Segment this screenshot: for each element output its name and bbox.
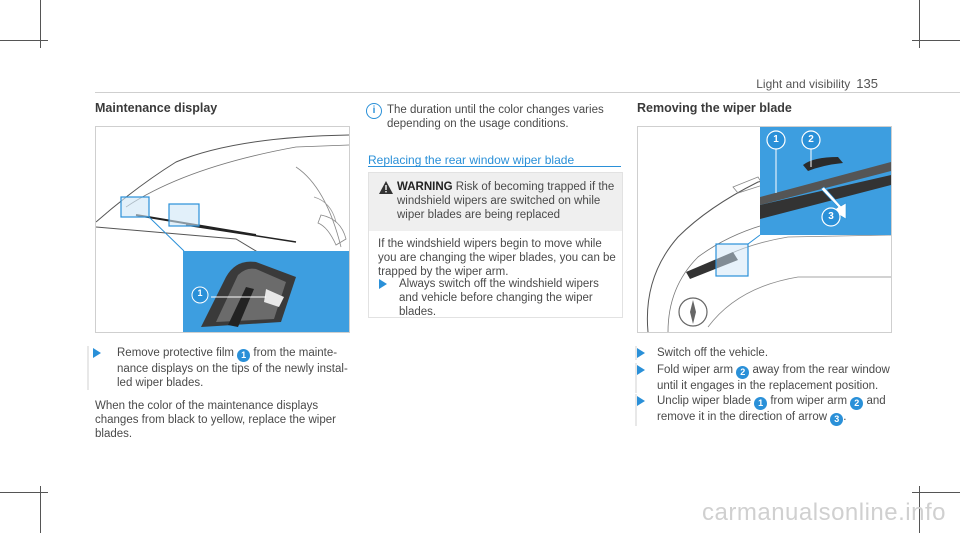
crop-mark [40, 0, 41, 48]
warning-title-line: Risk of becoming trapped if the [455, 181, 615, 193]
warning-step-line: and vehicle before changing the wiper [399, 292, 593, 304]
step-arrow-icon [637, 348, 645, 358]
step-arrow-icon [637, 396, 645, 406]
figure-callout-1: 1 [197, 288, 203, 298]
step-text: and [863, 395, 886, 407]
header-rule [95, 92, 960, 93]
callout-2-icon: 2 [736, 366, 750, 379]
windshield-illustration [96, 134, 349, 332]
step-arrow-icon [93, 348, 101, 358]
wiper-blade-figure: 1 2 3 [637, 126, 892, 333]
warning-title-line: wiper blades are being replaced [397, 209, 561, 221]
info-icon: i [366, 103, 382, 119]
paragraph-line: blades. [95, 428, 133, 440]
step-arrow-icon [379, 279, 387, 289]
warning-box: WARNING Risk of becoming trapped if the … [368, 172, 623, 318]
step-text: Fold wiper arm [657, 364, 737, 376]
figure-callout-3: 3 [828, 211, 834, 222]
paragraph-line: changes from black to yellow, replace th… [95, 414, 336, 426]
step-text: from the mainte- [253, 347, 338, 359]
crop-mark [912, 40, 960, 41]
step-text: led wiper blades. [117, 377, 204, 389]
warning-title: WARNING [397, 181, 453, 193]
maintenance-display-figure: 1 [95, 126, 350, 333]
warning-body-line: If the windshield wipers begin to move w… [378, 238, 602, 250]
maintenance-paragraph: When the color of the maintenance displa… [95, 399, 350, 441]
warning-step-line: Always switch off the windshield wipers [399, 278, 599, 290]
warning-step: Always switch off the windshield wipers … [379, 277, 619, 319]
page-header: Light and visibility 135 [756, 76, 878, 91]
warning-step-line: blades. [399, 306, 437, 318]
section-title: Light and visibility [756, 77, 851, 91]
step-text: from wiper arm [767, 395, 851, 407]
note-text: The duration until the color changes var… [387, 103, 627, 131]
step-arrow-icon [637, 365, 645, 375]
warning-body-line: you are changing the wiper blades, you c… [378, 252, 616, 264]
step-text: Unclip wiper blade [657, 395, 755, 407]
warning-triangle-icon [379, 181, 393, 194]
note-line: depending on the usage conditions. [387, 118, 569, 130]
step-switch-off-vehicle: Switch off the vehicle. [635, 346, 897, 360]
figure-callout-1: 1 [773, 134, 779, 145]
callout-1-icon: 1 [754, 397, 768, 410]
step-bar [635, 363, 637, 393]
crop-mark [40, 486, 41, 533]
crop-mark [919, 0, 920, 48]
step-text: away from the rear window [749, 364, 890, 376]
callout-1-icon: 1 [237, 349, 251, 362]
callout-2-icon: 2 [850, 397, 864, 410]
figure-callout-2: 2 [808, 134, 814, 145]
step-text: Switch off the vehicle. [657, 347, 769, 359]
warning-body-line: trapped by the wiper arm. [378, 266, 509, 278]
step-text: Remove protective film [117, 347, 234, 359]
step-unclip-wiper-blade: Unclip wiper blade 1 from wiper arm 2 an… [635, 394, 897, 426]
step-fold-wiper-arm: Fold wiper arm 2 away from the rear wind… [635, 363, 897, 393]
warning-header [369, 173, 622, 231]
step-bar [635, 346, 637, 360]
step-bar [87, 346, 89, 390]
crop-mark [0, 40, 48, 41]
callout-3-icon: 3 [830, 413, 844, 426]
rear-window-illustration [646, 127, 891, 332]
watermark: carmanualsonline.info [702, 499, 946, 526]
step-text: nance displays on the tips of the newly … [117, 363, 348, 375]
step-text: remove it in the direction of arrow [657, 411, 831, 423]
step-remove-protective-film: Remove protective film 1 from the mainte… [87, 346, 352, 390]
step-text: until it engages in the replacement posi… [657, 380, 879, 392]
paragraph-line: When the color of the maintenance displa… [95, 400, 319, 412]
warning-body: If the windshield wipers begin to move w… [378, 237, 618, 279]
warning-title-line: windshield wipers are switched on while [397, 195, 601, 207]
crop-mark [919, 486, 920, 533]
replacing-rear-wiper-heading: Replacing the rear window wiper blade [368, 153, 575, 167]
page-number: 135 [856, 76, 878, 91]
warning-title-block: WARNING Risk of becoming trapped if the … [397, 180, 619, 222]
heading-rule [368, 166, 621, 167]
step-bar [635, 394, 637, 426]
maintenance-display-heading: Maintenance display [95, 101, 218, 115]
crop-mark [912, 492, 960, 493]
step-text: . [843, 411, 847, 423]
removing-wiper-blade-heading: Removing the wiper blade [637, 101, 792, 115]
note-line: The duration until the color changes var… [387, 104, 604, 116]
crop-mark [0, 492, 48, 493]
